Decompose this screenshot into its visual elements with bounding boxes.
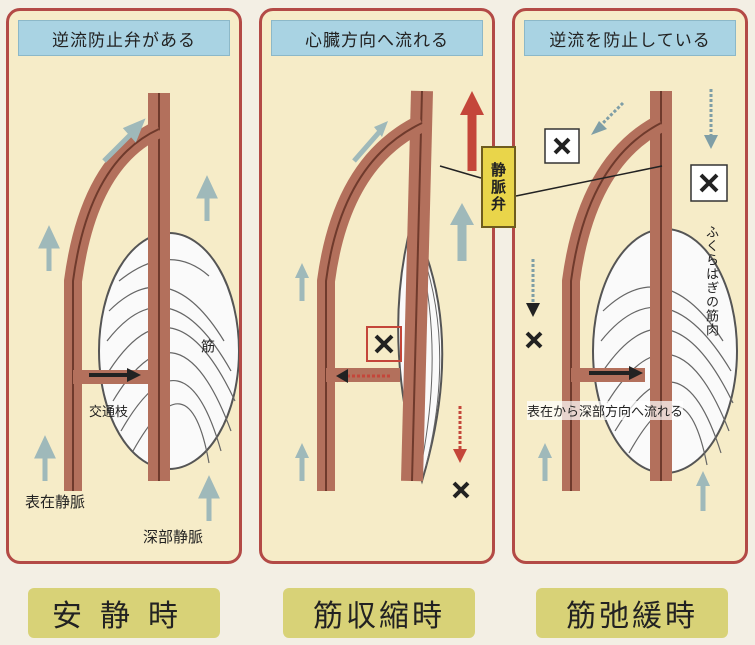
- superficial-vein-label: 表在静脈: [25, 491, 85, 512]
- panel-relaxation: 逆流を防止している: [512, 8, 748, 564]
- communicating-branch-label: 交通枝: [89, 401, 128, 420]
- footer-rest: 安静時: [28, 588, 220, 638]
- venous-valve-label: 静脈弁: [488, 162, 509, 213]
- muscle-label: 筋: [197, 339, 217, 354]
- rest-illustration: [9, 11, 242, 564]
- flow-direction-label: 表在から深部方向へ流れる: [527, 401, 683, 420]
- deep-vein-label: 深部静脈: [143, 526, 203, 547]
- panel-contraction: 心臓方向へ流れる: [259, 8, 495, 564]
- footer-relaxation: 筋弛緩時: [536, 588, 728, 638]
- calf-muscle-label: ふくらはぎの筋肉: [701, 225, 720, 337]
- veins: [326, 91, 422, 491]
- contraction-illustration: [262, 11, 495, 564]
- venous-valve-callout: 静脈弁: [481, 146, 516, 228]
- footer-contraction: 筋収縮時: [283, 588, 475, 638]
- panel-rest: 逆流防止弁がある: [6, 8, 242, 564]
